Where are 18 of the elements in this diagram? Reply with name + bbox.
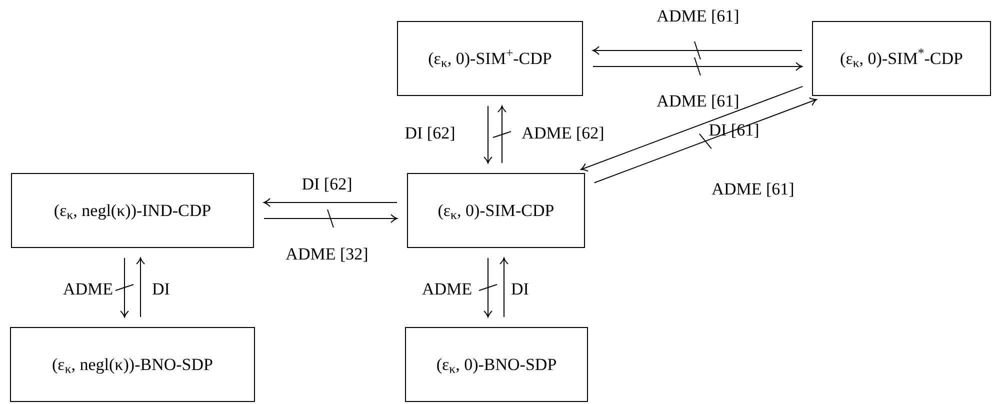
process-box: (ε$_{κ}$, 0)-SIM$^{*}$-CDP	[812, 21, 991, 96]
edge-label: ADME	[422, 280, 472, 298]
edge-label: ADME [61]	[656, 8, 740, 24]
edge-label: ADME [61]	[656, 92, 740, 110]
edge-label: DI [62]	[404, 124, 456, 142]
edge-label: ADME	[62, 280, 114, 298]
process-box: (ε$_{κ}$, 0)-SIM-CDP	[407, 173, 585, 248]
edge-label: ADME [32]	[286, 246, 368, 262]
edge-label: DI	[152, 280, 170, 298]
process-box: (ε$_{κ}$, 0)-BNO-SDP	[405, 327, 588, 402]
edge-label: ADME [61]	[712, 180, 794, 198]
process-box: (ε$_{κ}$, negl(κ))-IND-CDP	[11, 173, 254, 248]
edge-label: ADME [62]	[522, 124, 604, 142]
edge-label: DI	[511, 280, 529, 298]
process-box: (ε$_{κ}$, 0)-SIM$^{+}$-CDP	[397, 21, 583, 96]
edge-label: DI [62]	[302, 176, 352, 192]
edge-label: DI [61]	[708, 122, 760, 138]
process-box: (ε$_{κ}$, negl(κ))-BNO-SDP	[10, 327, 255, 402]
